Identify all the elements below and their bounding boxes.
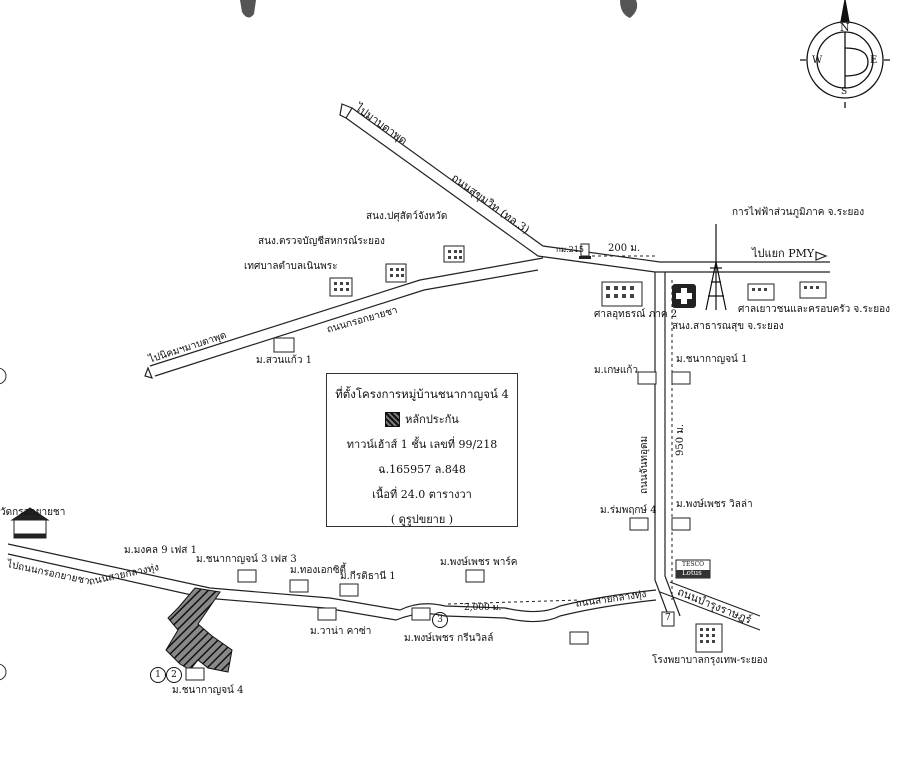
place-livestock: สนง.ปศุสัตว์จังหวัด (366, 211, 448, 222)
pmy-arrow (815, 251, 828, 261)
compass-s: S (841, 87, 848, 97)
seven-eleven-icon (661, 611, 675, 627)
building-icon (671, 371, 691, 385)
health-cross-icon (672, 284, 696, 308)
place-chana4: ม.ชนากาญจน์ 4 (172, 685, 244, 696)
kroktayacha-road (144, 257, 544, 379)
building-icon (289, 579, 309, 593)
building-icon (443, 245, 465, 263)
distance-2000: 2,000 ม. (464, 603, 502, 613)
scan-artifacts (0, 0, 638, 681)
collateral-swatch (385, 411, 401, 427)
building-icon (695, 623, 723, 653)
place-suanklaew: ม.สวนแก้ว 1 (256, 355, 312, 366)
building-icon (273, 337, 295, 353)
place-health: สนง.สาธารณสุข จ.ระยอง (672, 321, 784, 332)
building-icon (799, 281, 827, 299)
info-line-4: ( ดูรูปขยาย ) (390, 513, 454, 526)
legend-label: หลักประกัน (405, 413, 459, 426)
building-icon (601, 281, 643, 307)
place-thong: ม.ทองเอกซิตี้ (290, 565, 347, 576)
road-label-jantharaudom: ถนนจันทอุดม (639, 435, 650, 494)
place-hospital: โรงพยาบาลกรุงเทพ-ระยอง (652, 655, 768, 666)
place-pea: การไฟฟ้าส่วนภูมิภาค จ.ระยอง (732, 207, 865, 218)
road-label-to-pmy: ไปแยก PMY (752, 247, 815, 260)
temple-icon (10, 507, 50, 539)
place-audit: สนง.ตรวจบัญชีสหกรณ์ระยอง (258, 236, 385, 247)
place-tambon: เทศบาลตำบลเนินพระ (244, 261, 338, 272)
sukhumvit-road (339, 103, 830, 273)
building-icon (339, 583, 359, 597)
place-mongkol: ม.มงคล 9 เฟส 1 (124, 545, 197, 556)
compass-icon (800, 0, 890, 108)
collateral-plot (165, 587, 233, 673)
building-icon (185, 667, 205, 681)
place-tesco: TESCO (682, 561, 705, 568)
building-icons (185, 245, 827, 681)
circle-1: 1 (150, 667, 166, 683)
compass-n: N (840, 21, 850, 34)
km-marker (579, 243, 591, 259)
place-lotus: Lotus (682, 569, 702, 577)
info-line-1: ทาวน์เฮ้าส์ 1 ชั้น เลขที่ 99/218 (346, 438, 498, 451)
info-line-2: ฉ.165957 ล.848 (378, 463, 466, 476)
building-icon (411, 607, 431, 621)
place-pongpet-villa: ม.พงษ์เพชร วิลล่า (676, 499, 753, 510)
seven-eleven-label: 7 (665, 613, 671, 623)
lotus-icon (675, 559, 711, 579)
distance-200: 200 ม. (608, 243, 641, 254)
place-pongpet-park: ม.พงษ์เพชร พาร์ค (440, 557, 518, 568)
place-chana3: ม.ชนากาญจน์ 3 เฟส 3 (196, 554, 297, 565)
compass-w: W (812, 55, 823, 66)
building-icon (629, 517, 649, 531)
building-icon (569, 631, 589, 645)
bamrungrat-road (659, 581, 761, 631)
circle-2: 2 (166, 667, 182, 683)
building-icon (671, 517, 691, 531)
power-tower-icon (705, 224, 727, 311)
place-temple: วัดกรอกยายชา (0, 507, 66, 518)
sakhlangthung-road (7, 543, 657, 623)
info-line-3: เนื้อที่ 24.0 ตารางวา (372, 488, 472, 501)
building-icon (465, 569, 485, 583)
place-rompruek: ม.ร่มพฤกษ์ 4 (600, 505, 657, 516)
place-wanna: ม.วาน่า คาซ่า (310, 626, 372, 637)
circle-3: 3 (432, 612, 448, 628)
compass-e: E (870, 55, 878, 66)
distance-lines (447, 255, 673, 605)
km-label: กม.215 (556, 245, 584, 254)
place-chana1: ม.ชนากาญจน์ 1 (676, 354, 748, 365)
info-box: ที่ตั้งโครงการหมู่บ้านชนากาญจน์ 4 หลักปร… (326, 373, 518, 527)
info-title: ที่ตั้งโครงการหมู่บ้านชนากาญจน์ 4 (335, 387, 509, 401)
distance-950: 950 ม. (675, 423, 686, 456)
legend-row: หลักประกัน (327, 410, 517, 428)
building-icon (317, 607, 337, 621)
place-pongpet-green: ม.พงษ์เพชร กรีนวิลล์ (404, 633, 494, 644)
building-icon (237, 569, 257, 583)
place-juvenile: ศาลเยาวชนและครอบครัว จ.ระยอง (738, 304, 890, 315)
building-icon (329, 277, 353, 297)
building-icon (637, 371, 657, 385)
place-kasemkaew: ม.เกษแก้ว (594, 365, 638, 376)
place-kiti: ม.กีรติธานี 1 (340, 571, 396, 582)
building-icon (385, 263, 407, 283)
place-court2: ศาลอุทธรณ์ ภาค 2 (594, 309, 678, 320)
building-icon (747, 283, 775, 301)
